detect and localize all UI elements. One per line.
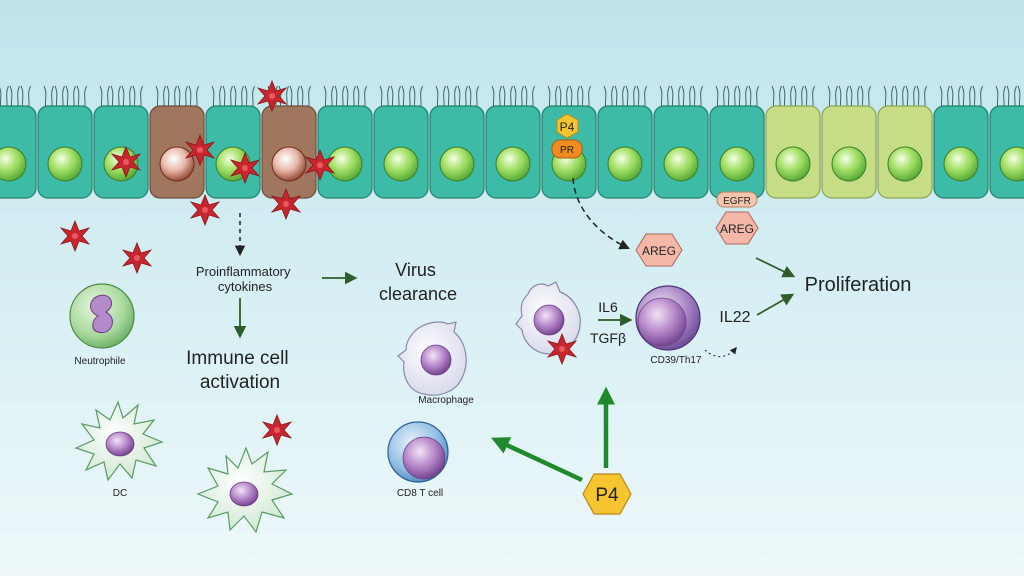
dc-cell: DC — [74, 400, 164, 499]
nucleus — [47, 146, 83, 182]
epithelial-cell — [989, 85, 1024, 199]
egfr-areg-complex: EGFR AREG — [715, 191, 759, 245]
cd39-th17-label: CD39/Th17 — [650, 355, 702, 366]
proinflammatory-line-2: cytokines — [218, 279, 273, 294]
proliferating-epithelial-cell — [765, 85, 821, 199]
egfr-receptor-icon — [716, 191, 758, 208]
nucleus — [887, 146, 923, 182]
il22-label: IL22 — [719, 309, 750, 326]
areg-top-label: AREG — [720, 222, 754, 236]
areg-mid-icon — [635, 233, 683, 267]
nucleus — [607, 146, 643, 182]
epithelial-cell — [597, 85, 653, 199]
epithelium-layer — [0, 85, 1024, 199]
antigen-presenting-cell — [515, 281, 581, 365]
macrophage-cell: Macrophage — [397, 321, 474, 406]
immune-activation-label: Immune cell activation — [186, 348, 294, 393]
epithelial-cell — [933, 85, 989, 199]
nucleus — [719, 146, 755, 182]
macrophage-label: Macrophage — [418, 395, 474, 406]
pr-label: PR — [560, 145, 574, 156]
areg-mid-label: AREG — [642, 244, 676, 258]
tgfb-label: TGFβ — [590, 330, 626, 346]
nucleus — [999, 146, 1024, 182]
p4-pr-complex: P4 PR — [551, 113, 583, 159]
dc-label: DC — [113, 488, 127, 499]
epithelial-cell — [709, 85, 765, 199]
nucleus — [271, 146, 307, 182]
proliferating-epithelial-cell — [821, 85, 877, 199]
p4-top-label: P4 — [560, 120, 575, 134]
virus-clearance-line-1: Virus — [395, 260, 436, 280]
immune-activation-line-2: activation — [200, 372, 280, 393]
pr-receptor-icon — [551, 139, 583, 159]
cd8-t-cell: CD8 T cell — [387, 421, 449, 499]
epithelial-cell — [37, 85, 93, 199]
arrow-areg-to-proliferation — [755, 257, 796, 278]
immune-activation-line-1: Immune cell — [186, 348, 288, 369]
neutrophile-cell: Neutrophile — [69, 283, 135, 367]
neutrophile-label: Neutrophile — [74, 356, 126, 367]
nucleus — [495, 146, 531, 182]
proliferation-label: Proliferation — [805, 274, 912, 296]
nucleus — [831, 146, 867, 182]
p4-hormone-icon — [556, 113, 579, 139]
cd39-th17-cell: CD39/Th17 — [635, 285, 702, 366]
infected-epithelial-cell — [261, 85, 317, 199]
arrow-il22-to-proliferation — [756, 293, 795, 316]
epithelial-cell — [429, 85, 485, 199]
areg-secreted: AREG — [635, 233, 683, 267]
nucleus — [775, 146, 811, 182]
dashed-arrow-pr-to-areg — [572, 177, 630, 250]
dc-cell-activated — [196, 446, 294, 534]
epithelial-cell — [485, 85, 541, 199]
il6-label: IL6 — [598, 299, 618, 315]
p4-hormone-bottom: P4 — [582, 473, 632, 515]
nucleus — [383, 146, 419, 182]
cd8-label: CD8 T cell — [397, 488, 443, 499]
virus-clearance-label: Virus clearance — [379, 260, 457, 304]
infected-epithelial-cell — [149, 85, 205, 199]
nucleus — [663, 146, 699, 182]
virus-clearance-line-2: clearance — [379, 284, 457, 304]
p4-bottom-label: P4 — [595, 485, 619, 506]
epithelial-cell — [317, 85, 373, 199]
nucleus — [0, 146, 27, 182]
proliferating-epithelial-cell — [877, 85, 933, 199]
proinflammatory-line-1: Proinflammatory — [196, 264, 291, 279]
proinflammatory-label: Proinflammatory cytokines — [196, 264, 294, 294]
epithelial-cell — [653, 85, 709, 199]
epithelial-cell — [373, 85, 429, 199]
nucleus — [439, 146, 475, 182]
big-arrow-p4-to-cd8 — [491, 437, 583, 483]
p4-bottom-icon — [582, 473, 632, 515]
nucleus — [943, 146, 979, 182]
areg-top-icon — [715, 211, 759, 245]
epithelial-cell — [0, 85, 37, 199]
nucleus — [159, 146, 195, 182]
nucleus — [327, 146, 363, 182]
egfr-label: EGFR — [723, 196, 751, 207]
